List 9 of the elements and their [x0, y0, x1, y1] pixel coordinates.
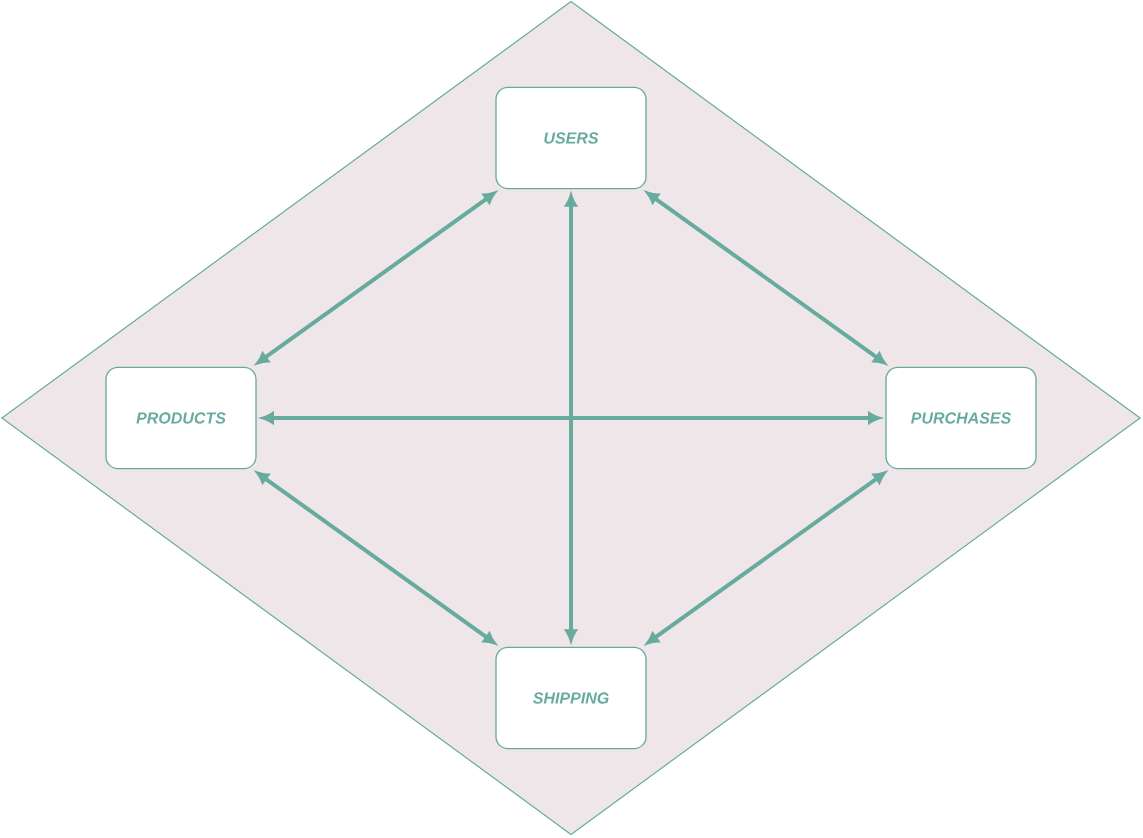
double-arrow [261, 412, 881, 424]
entity-box: USERS [495, 86, 647, 190]
entity-box: PURCHASES [885, 366, 1037, 470]
double-arrow [256, 191, 496, 365]
double-arrow [646, 471, 886, 645]
entity-box: SHIPPING [495, 646, 647, 750]
double-arrow [256, 471, 496, 645]
entity-box: PRODUCTS [105, 366, 257, 470]
double-arrow [646, 191, 886, 365]
